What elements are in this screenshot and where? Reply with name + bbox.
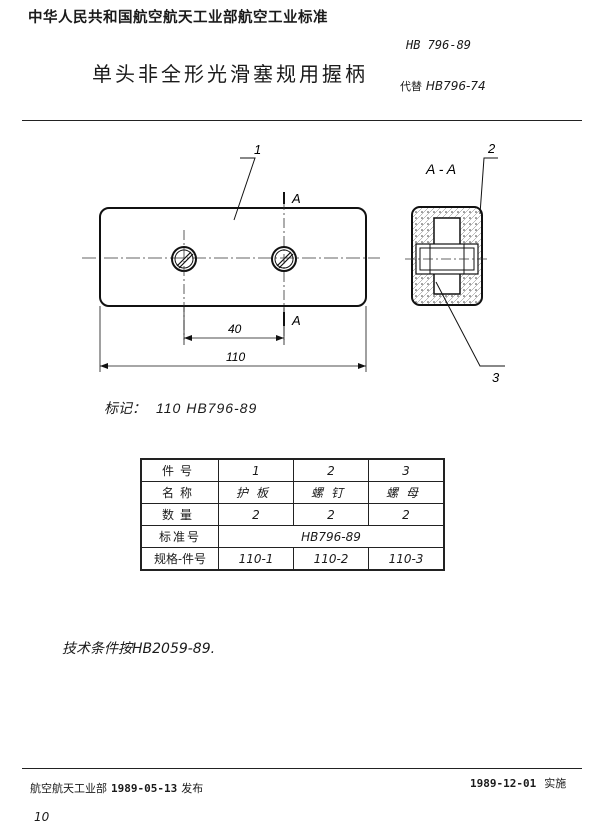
table-row: 规格-件号 110-1 110-2 110-3 [140,547,445,571]
issue-label: 发布 [181,782,204,795]
dim-length: 110 [226,350,245,364]
table-cell: 2 [293,458,369,482]
table-cell: 1 [218,458,294,482]
callout-3: 3 [492,370,500,385]
marking-value: 110 HB796-89 [156,400,258,416]
guard-plate-outline [99,207,367,307]
row-header: 规格-件号 [140,547,219,571]
section-mark-bottom: A [291,313,301,328]
row-header: 数量 [140,503,219,526]
table-row: 件号 1 2 3 [140,458,445,482]
technical-requirements-note: 技术条件按HB2059-89. [62,641,216,657]
table-cell-span: HB796-89 [218,525,445,548]
standard-number: HB 796-89 [406,38,472,52]
document-title: 单头非全形光滑塞规用握柄 [92,62,368,86]
callout-1: 1 [254,142,261,157]
section-mark-top: A [291,191,301,206]
section-view-label: A - A [425,161,456,177]
implementation-date: 1989-12-01 [470,777,537,790]
implementation-label: 实施 [544,777,567,790]
replaces-label: 代替 [400,80,422,93]
row-header: 件号 [140,458,219,482]
table-cell: 护板 [218,481,294,504]
dim-spacing: 40 [228,322,242,336]
issue-date: 1989-05-13 [111,782,178,795]
table-cell: 螺母 [368,481,445,504]
page-number: 10 [34,810,50,824]
issuer: 航空航天工业部 [30,782,107,795]
row-header: 名称 [140,481,219,504]
marking-label: 标记： [104,401,146,417]
header-rule [22,120,582,121]
table-cell: 2 [218,503,294,526]
table-cell: 110-3 [368,547,445,571]
table-cell: 110-2 [293,547,369,571]
table-cell: 3 [368,458,445,482]
technical-drawing: A A 1 40 110 A - A 2 3 [82,141,505,385]
table-cell: 2 [368,503,445,526]
table-row: 标准号 HB796-89 [140,525,445,548]
replaces-number: HB796-74 [425,79,486,93]
table-cell: 2 [293,503,369,526]
table-cell: 螺钉 [293,481,369,504]
marking-line: 标记： 110 HB796-89 [104,398,257,418]
implementation-info: 1989-12-01 实施 [470,775,566,791]
issuing-organization: 中华人民共和国航空航天工业部航空工业标准 [28,10,328,26]
row-header: 标准号 [140,525,219,548]
table-cell: 110-1 [218,547,294,571]
footer-rule [22,768,582,769]
table-row: 名称 护板 螺钉 螺母 [140,481,445,504]
callout-2: 2 [487,141,496,156]
replaces-standard: 代替 HB796-74 [400,78,486,94]
table-row: 数量 2 2 2 [140,503,445,526]
parts-table: 件号 1 2 3 名称 护板 螺钉 螺母 数量 2 2 2 标准号 HB796-… [140,458,445,571]
